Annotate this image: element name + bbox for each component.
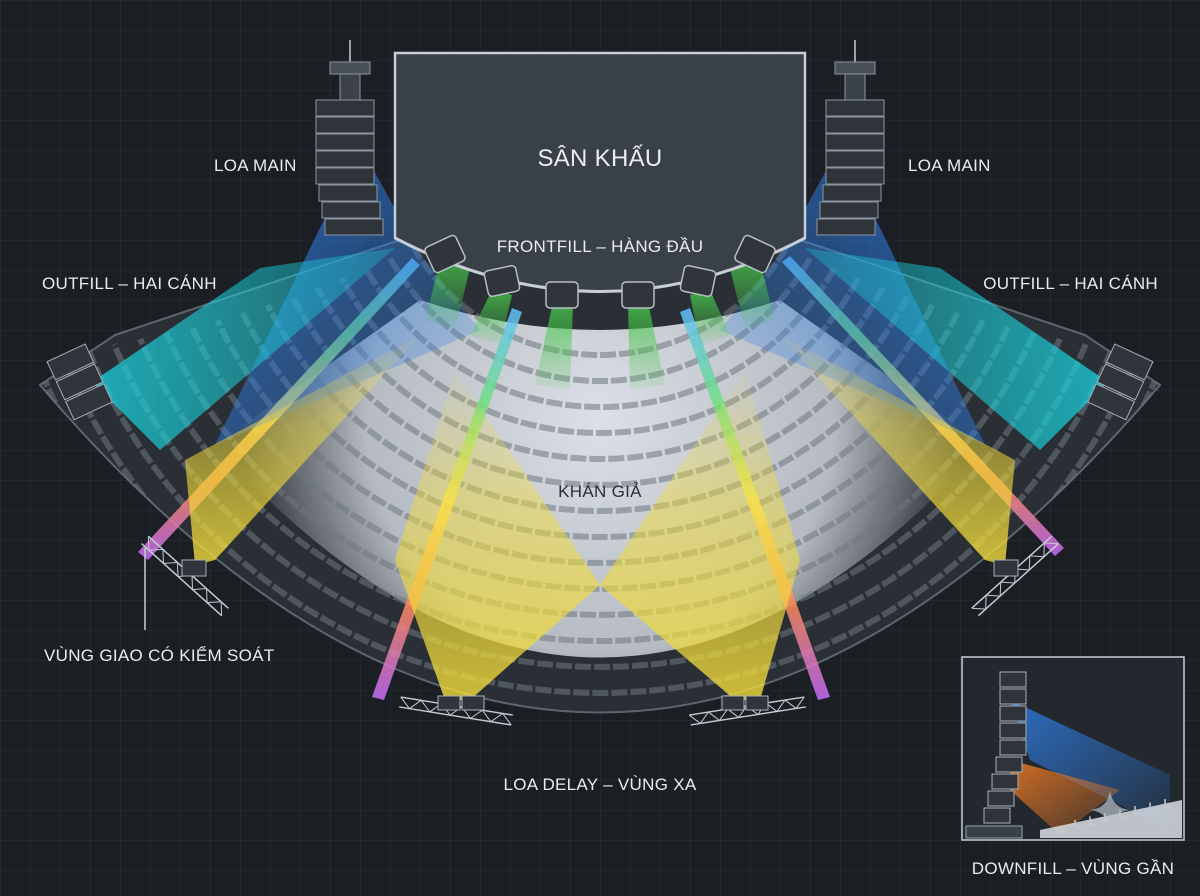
delay-speaker-cr-1 [721,695,745,711]
main-beams [215,145,985,445]
main-speaker-left [315,40,384,236]
frontfill-speaker-1 [424,234,466,274]
outfill-beam-right [805,248,1108,450]
delay-trusses [141,535,1059,726]
frontfill-speaker-3 [545,281,579,309]
line-array-speaker-icon [995,756,1023,773]
outfill-beam-left [92,248,395,450]
downfill-label: DOWNFILL – VÙNG GẦN [972,859,1175,878]
line-array-speaker-icon [999,688,1027,705]
outfill-right-label: OUTFILL – HAI CÁNH [983,274,1158,293]
line-array-speaker-icon [825,167,885,185]
line-array-speaker-icon [315,116,375,134]
line-array-speaker-icon [816,218,876,236]
main-speaker-right [816,40,885,236]
line-array-speaker-icon [315,150,375,168]
audience-label: KHÁN GIẢ [558,482,642,501]
line-array-speaker-icon [999,739,1027,756]
inset-main-beam [1010,700,1170,830]
line-array-speaker-icon [999,705,1027,722]
line-array-speaker-icon [822,184,882,202]
line-array-speaker-icon [324,218,384,236]
line-array-speaker-icon [315,99,375,117]
delay-beam-left-wing [185,335,420,565]
delay-speaker-cl-1 [437,695,461,711]
main-beam-left [215,145,480,445]
delay-label: LOA DELAY – VÙNG XA [503,775,696,794]
line-array-speaker-icon [321,201,381,219]
main-left-label: LOA MAIN [214,156,297,175]
line-array-speaker-icon [999,722,1027,739]
delay-beam-center-right [600,370,800,700]
outfill-beams [92,248,1108,450]
frontfill-speakers [424,234,776,309]
line-array-speaker-icon [819,201,879,219]
outfill-left-label: OUTFILL – HAI CÁNH [42,274,217,293]
line-array-speaker-icon [983,807,1011,824]
line-array-speaker-icon [315,167,375,185]
delay-speaker-cr-2 [745,695,769,711]
frontfill-speaker-2 [483,264,521,298]
delay-speaker-cl-2 [461,695,485,711]
line-array-speaker-icon [987,790,1015,807]
line-array-speaker-icon [825,116,885,134]
delay-speaker-right [993,559,1019,577]
line-array-speaker-icon [315,133,375,151]
sparkle-icon [1090,790,1130,830]
line-array-speaker-icon [318,184,378,202]
line-array-speaker-icon [825,99,885,117]
frontfill-speaker-5 [679,264,717,298]
overlap-zone-label: VÙNG GIAO CÓ KIỂM SOÁT [44,646,274,665]
delay-speaker-left [181,559,207,577]
delay-beam-right-wing [780,335,1015,565]
delay-beam-center-left [395,370,600,700]
outfill-speaker-left [46,343,113,421]
delay-beams [185,335,1015,700]
stage-label: SÂN KHẤU [537,144,662,172]
line-array-speaker-icon [999,671,1027,688]
downfill-inset [961,656,1185,841]
main-right-label: LOA MAIN [908,156,991,175]
frontfill-label: FRONTFILL – HÀNG ĐẦU [497,237,704,256]
frontfill-beams [425,262,775,390]
frontfill-speaker-6 [734,234,776,274]
outfill-speaker-right [1087,343,1154,421]
main-beam-right [720,145,985,445]
frontfill-speaker-4 [621,281,655,309]
line-array-speaker-icon [991,773,1019,790]
line-array-speaker-icon [825,150,885,168]
inset-downfill-beam [1010,760,1120,835]
line-array-speaker-icon [825,133,885,151]
